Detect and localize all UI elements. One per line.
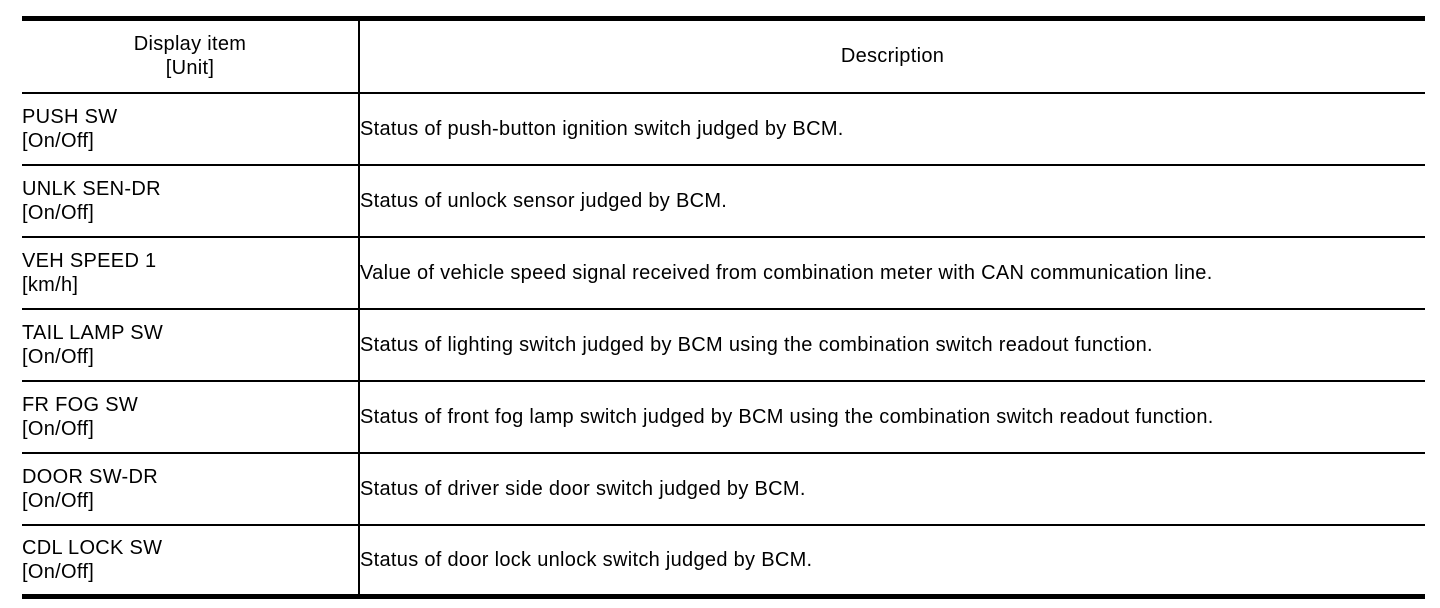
description-cell: Status of door lock unlock switch judged…	[359, 524, 1425, 598]
description-cell: Value of vehicle speed signal received f…	[359, 236, 1425, 310]
table-row: TAIL LAMP SW [On/Off] Status of lighting…	[22, 308, 1425, 382]
table-body: PUSH SW [On/Off] Status of push-button i…	[22, 92, 1425, 598]
header-description: Description	[359, 18, 1425, 94]
description-cell: Status of front fog lamp switch judged b…	[359, 380, 1425, 454]
display-item-cell: DOOR SW-DR [On/Off]	[22, 452, 360, 526]
display-item-unit: [On/Off]	[22, 129, 95, 152]
display-item-cell: PUSH SW [On/Off]	[22, 92, 360, 166]
display-item-name: PUSH SW	[22, 105, 118, 128]
display-item-name: FR FOG SW	[22, 393, 139, 416]
display-item-cell: TAIL LAMP SW [On/Off]	[22, 308, 360, 382]
header-display-item: Display item [Unit]	[22, 18, 360, 94]
display-item-name: UNLK SEN-DR	[22, 177, 161, 200]
table-head: Display item [Unit] Description	[22, 18, 1425, 94]
table-row: DOOR SW-DR [On/Off] Status of driver sid…	[22, 452, 1425, 526]
display-item-unit: [On/Off]	[22, 560, 95, 583]
table-header-row: Display item [Unit] Description	[22, 18, 1425, 94]
display-item-name: VEH SPEED 1	[22, 249, 157, 272]
header-display-item-unit: [Unit]	[165, 57, 215, 80]
description-cell: Status of driver side door switch judged…	[359, 452, 1425, 526]
display-item-cell: FR FOG SW [On/Off]	[22, 380, 360, 454]
display-item-table: Display item [Unit] Description PUSH SW …	[22, 16, 1425, 599]
display-item-unit: [On/Off]	[22, 417, 95, 440]
display-item-name: TAIL LAMP SW	[22, 321, 164, 344]
table-row: UNLK SEN-DR [On/Off] Status of unlock se…	[22, 164, 1425, 238]
header-display-item-line1: Display item	[133, 33, 247, 56]
display-item-cell: UNLK SEN-DR [On/Off]	[22, 164, 360, 238]
description-cell: Status of lighting switch judged by BCM …	[359, 308, 1425, 382]
display-item-cell: VEH SPEED 1 [km/h]	[22, 236, 360, 310]
table-row: CDL LOCK SW [On/Off] Status of door lock…	[22, 524, 1425, 598]
description-cell: Status of push-button ignition switch ju…	[359, 92, 1425, 166]
table-row: FR FOG SW [On/Off] Status of front fog l…	[22, 380, 1425, 454]
description-cell: Status of unlock sensor judged by BCM.	[359, 164, 1425, 238]
display-item-name: DOOR SW-DR	[22, 465, 158, 488]
display-item-unit: [On/Off]	[22, 489, 95, 512]
display-item-unit: [On/Off]	[22, 345, 95, 368]
table-row: VEH SPEED 1 [km/h] Value of vehicle spee…	[22, 236, 1425, 310]
table-row: PUSH SW [On/Off] Status of push-button i…	[22, 92, 1425, 166]
display-item-unit: [km/h]	[22, 273, 79, 296]
display-item-unit: [On/Off]	[22, 201, 95, 224]
display-item-name: CDL LOCK SW	[22, 536, 163, 559]
display-item-cell: CDL LOCK SW [On/Off]	[22, 524, 360, 598]
